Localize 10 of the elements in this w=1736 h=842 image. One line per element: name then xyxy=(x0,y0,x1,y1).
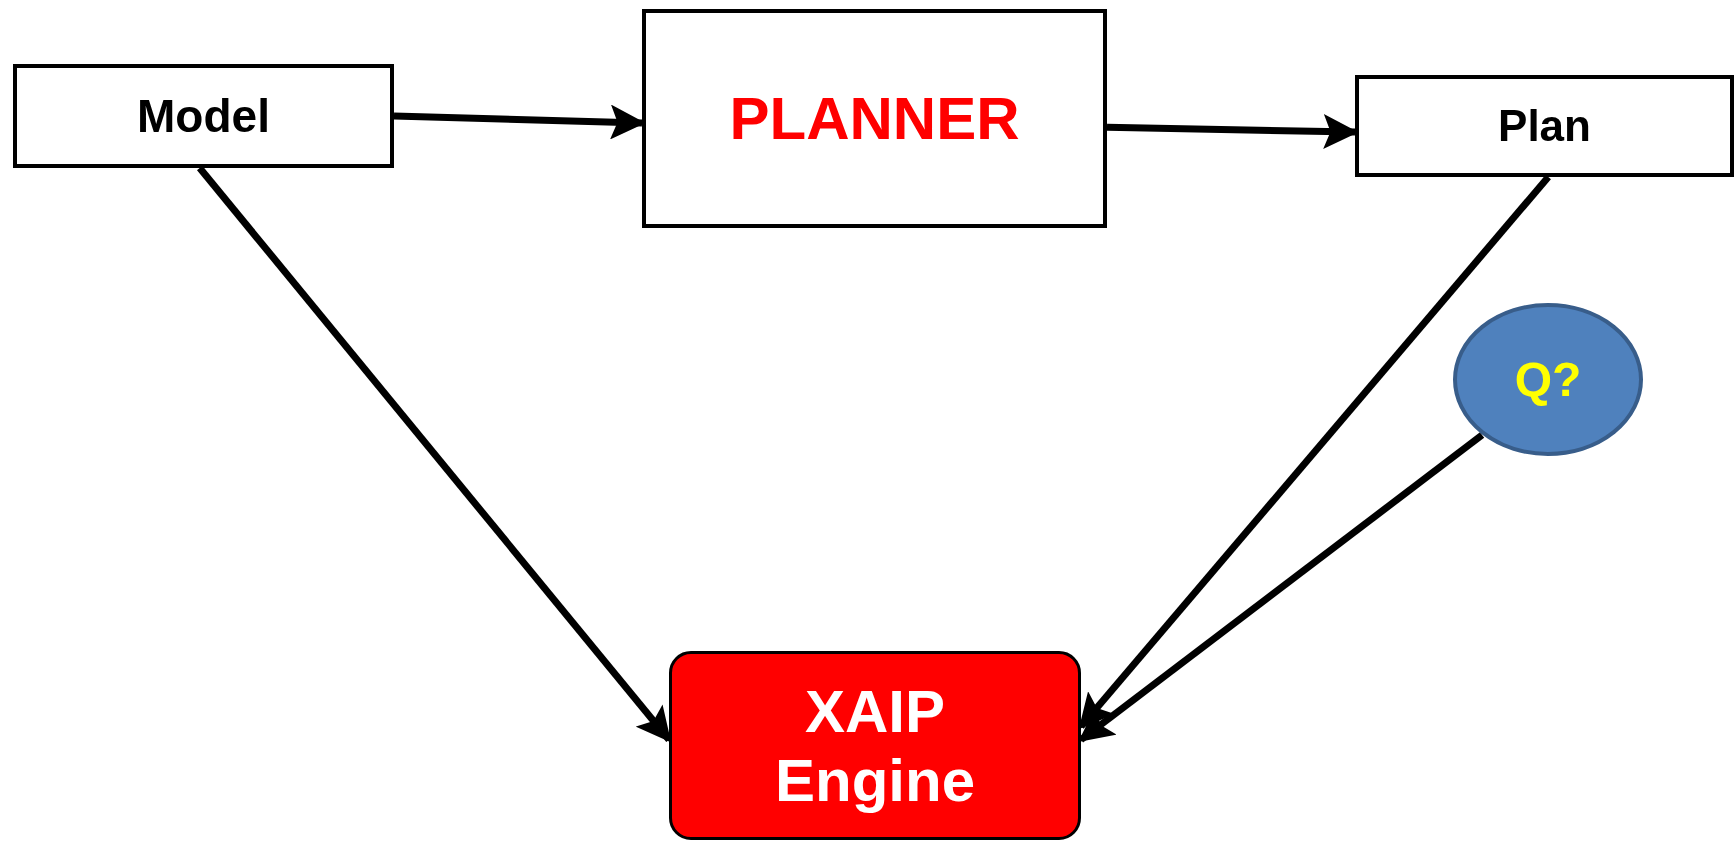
node-label: Model xyxy=(137,89,270,143)
model-box xyxy=(13,64,394,168)
node-label: Q? xyxy=(1514,351,1582,408)
query-ellipse xyxy=(1453,303,1643,456)
planner-box xyxy=(642,9,1107,228)
engine-box xyxy=(669,651,1081,840)
node-label: XAIP Engine xyxy=(774,676,976,815)
node-label: Plan xyxy=(1498,100,1591,152)
node-label: PLANNER xyxy=(729,84,1020,153)
plan-box xyxy=(1355,75,1734,177)
